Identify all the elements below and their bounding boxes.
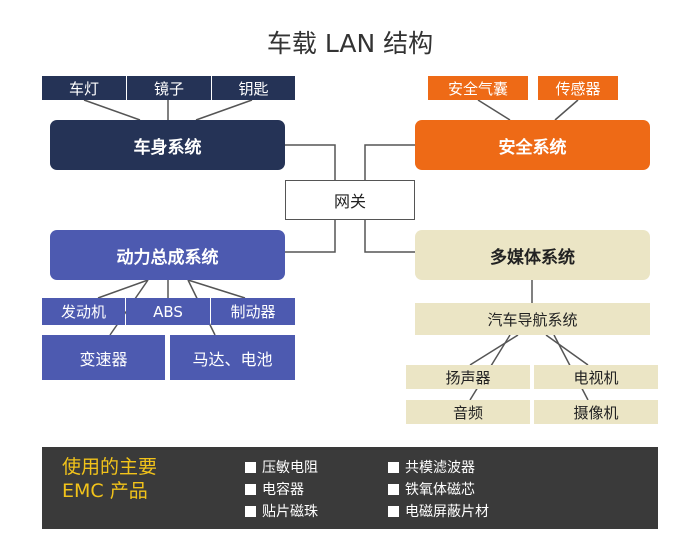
bullet-square-icon — [388, 505, 399, 517]
emc-product-chip-bead: 贴片磁珠 — [245, 501, 318, 521]
multimedia-item-audio: 音频 — [406, 400, 530, 424]
body-item-light: 车灯 — [42, 76, 126, 100]
connector-body-gateway — [285, 144, 336, 180]
emc-product-shield-sheet: 电磁屏蔽片材 — [388, 501, 489, 521]
connector-tv — [545, 334, 589, 366]
safety-item-airbag: 安全气囊 — [428, 76, 528, 100]
emc-product-capacitor: 电容器 — [245, 479, 304, 499]
emc-product-label: 电磁屏蔽片材 — [405, 504, 489, 520]
powertrain-item-abs: ABS — [126, 298, 210, 325]
safety-item-sensor: 传感器 — [538, 76, 618, 100]
connector-key — [195, 99, 253, 121]
emc-products-panel: 使用的主要 EMC 产品 压敏电阻 电容器 贴片磁珠 共模滤波器 铁氧体磁芯 电… — [42, 447, 658, 529]
emc-title-line2: EMC 产品 — [62, 480, 148, 502]
connector-airbag — [477, 99, 511, 121]
diagram-title: 车载 LAN 结构 — [266, 29, 434, 58]
powertrain-motor-battery: 马达、电池 — [170, 335, 295, 380]
body-system: 车身系统 — [50, 120, 285, 170]
connector-safety-gateway — [364, 144, 415, 180]
multimedia-item-tv: 电视机 — [534, 365, 658, 389]
bullet-square-icon — [245, 483, 256, 495]
connector-speaker — [469, 334, 519, 366]
multimedia-system: 多媒体系统 — [415, 230, 650, 280]
emc-product-label: 铁氧体磁芯 — [405, 482, 475, 498]
connector-brake — [187, 279, 246, 299]
bullet-square-icon — [388, 461, 399, 473]
car-navigation-system: 汽车导航系统 — [415, 303, 650, 335]
powertrain-system: 动力总成系统 — [50, 230, 285, 280]
emc-panel-title: 使用的主要 EMC 产品 — [62, 455, 157, 503]
connector-media-gateway — [364, 220, 415, 253]
bullet-square-icon — [245, 461, 256, 473]
emc-product-label: 压敏电阻 — [262, 460, 318, 476]
emc-product-label: 共模滤波器 — [405, 460, 475, 476]
emc-product-label: 贴片磁珠 — [262, 504, 318, 520]
powertrain-transmission: 变速器 — [42, 335, 165, 380]
safety-system: 安全系统 — [415, 120, 650, 170]
powertrain-item-engine: 发动机 — [42, 298, 125, 325]
body-item-key: 钥匙 — [212, 76, 295, 100]
connector-sensor — [554, 99, 579, 121]
connector-light — [83, 99, 141, 121]
bullet-square-icon — [245, 505, 256, 517]
emc-product-label: 电容器 — [262, 482, 304, 498]
multimedia-item-camera: 摄像机 — [534, 400, 658, 424]
emc-product-varistor: 压敏电阻 — [245, 457, 318, 477]
connector-engine — [97, 279, 149, 299]
connector-power-gateway — [285, 220, 336, 253]
multimedia-item-speaker: 扬声器 — [406, 365, 530, 389]
emc-title-line1: 使用的主要 — [62, 456, 158, 478]
emc-product-common-mode-filter: 共模滤波器 — [388, 457, 475, 477]
body-item-mirror: 镜子 — [127, 76, 211, 100]
powertrain-item-brake: 制动器 — [211, 298, 295, 325]
emc-product-ferrite-core: 铁氧体磁芯 — [388, 479, 475, 499]
gateway: 网关 — [285, 180, 415, 220]
bullet-square-icon — [388, 483, 399, 495]
